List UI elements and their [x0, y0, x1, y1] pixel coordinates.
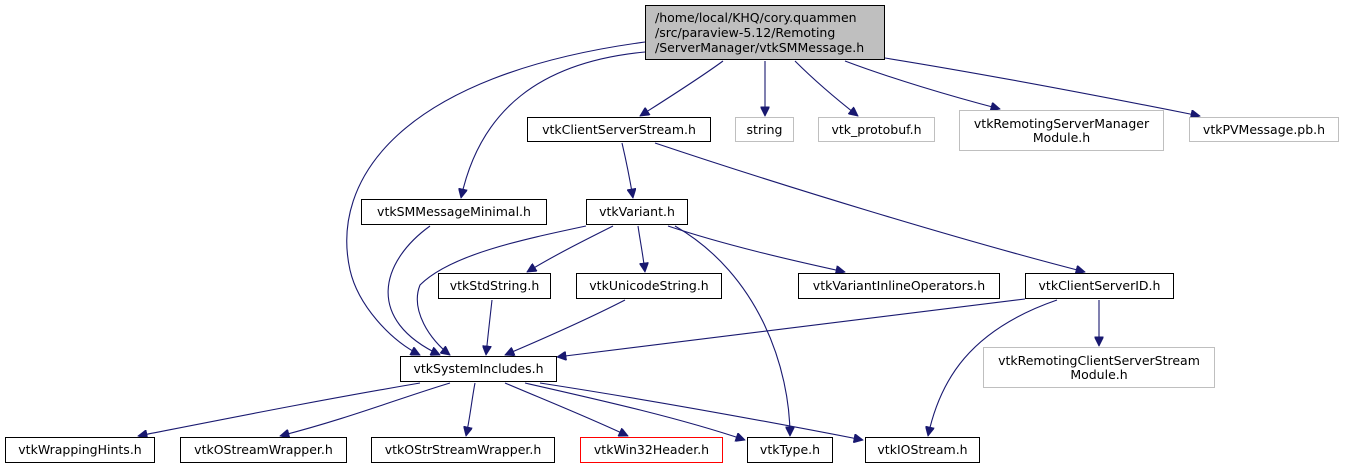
edge-vtkClientServerID-to-vtkIOStream	[928, 299, 1058, 436]
edge-vtkSystemIncludes-to-vtkWin32Header	[504, 382, 628, 436]
edge-vtkSMMessageMinimal-to-vtkSystemIncludes	[387, 225, 440, 355]
edge-root-to-vtkSystemIncludes	[346, 41, 646, 356]
edge-root-to-vtkClientServerStream	[640, 60, 724, 116]
node-vtkSystemIncludes[interactable]: vtkSystemIncludes.h	[400, 356, 557, 382]
edge-vtkSystemIncludes-to-vtkWrappingHints	[138, 382, 421, 436]
edge-vtkClientServerStream-to-vtkVariant	[621, 142, 633, 198]
node-label: vtkOStreamWrapper.h	[194, 442, 333, 457]
node-string: string	[735, 117, 794, 142]
edge-vtkVariant-to-vtkVariantInlineOperators	[667, 225, 845, 272]
edge-root-to-vtkSMMessageMinimal	[461, 51, 646, 198]
node-vtkStdString[interactable]: vtkStdString.h	[438, 273, 551, 299]
edge-root-to-vtk_protobuf	[794, 60, 858, 116]
edge-vtkSystemIncludes-to-vtkIOStream	[539, 382, 863, 440]
node-vtkPVMessage: vtkPVMessage.pb.h	[1189, 117, 1339, 142]
node-label: vtkSystemIncludes.h	[413, 361, 544, 376]
node-label: vtkType.h	[759, 442, 821, 457]
edge-vtkClientServerID-to-vtkSystemIncludes	[557, 298, 1026, 357]
node-vtkRemotingServerManagerModule: vtkRemotingServerManager Module.h	[959, 110, 1164, 151]
node-label: vtkUnicodeString.h	[589, 278, 709, 293]
node-label: vtkWrappingHints.h	[18, 442, 142, 457]
node-label: vtkOStrStreamWrapper.h	[384, 442, 542, 457]
edges-layer	[138, 41, 1200, 440]
edge-vtkVariant-to-vtkSystemIncludes	[416, 225, 587, 355]
node-label: vtkSMMessageMinimal.h	[377, 204, 531, 219]
node-label: vtkWin32Header.h	[593, 442, 710, 457]
node-label: vtkClientServerStream.h	[542, 121, 696, 137]
node-vtkOStrStreamWrapper[interactable]: vtkOStrStreamWrapper.h	[371, 437, 555, 463]
node-label: vtkStdString.h	[449, 278, 540, 293]
edge-vtkVariant-to-vtkType	[674, 225, 790, 436]
edge-root-to-vtkRemotingServerManagerModule	[844, 60, 1000, 109]
node-vtkSMMessageMinimal[interactable]: vtkSMMessageMinimal.h	[361, 199, 547, 225]
node-vtkClientServerID[interactable]: vtkClientServerID.h	[1025, 273, 1174, 299]
node-label: string	[746, 121, 783, 137]
node-label: vtkRemotingServerManager Module.h	[973, 115, 1150, 145]
node-vtkClientServerStream[interactable]: vtkClientServerStream.h	[527, 117, 711, 142]
node-vtkWin32Header[interactable]: vtkWin32Header.h	[580, 437, 723, 463]
node-vtkType[interactable]: vtkType.h	[747, 437, 833, 463]
node-vtkUnicodeString[interactable]: vtkUnicodeString.h	[576, 273, 722, 299]
edge-vtkVariant-to-vtkStdString	[527, 225, 614, 272]
node-vtkVariant[interactable]: vtkVariant.h	[586, 199, 688, 225]
node-vtkVariantInlineOperators[interactable]: vtkVariantInlineOperators.h	[798, 273, 1000, 299]
node-label: /home/local/KHQ/cory.quammen /src/paravi…	[655, 10, 865, 55]
node-label: vtkRemotingClientServerStream Module.h	[998, 352, 1200, 382]
node-vtkWrappingHints[interactable]: vtkWrappingHints.h	[5, 437, 155, 463]
edge-vtkVariant-to-vtkUnicodeString	[637, 225, 645, 272]
node-label: vtkVariantInlineOperators.h	[812, 278, 986, 293]
node-label: vtkVariant.h	[599, 204, 675, 219]
edge-vtkSystemIncludes-to-vtkOStrStreamWrapper	[466, 382, 476, 436]
edge-vtkSystemIncludes-to-vtkOStreamWrapper	[280, 382, 451, 436]
node-label: vtkIOStream.h	[877, 442, 968, 457]
edge-vtkSystemIncludes-to-vtkType	[524, 382, 745, 440]
node-vtkRemotingClientServerStreamModule: vtkRemotingClientServerStream Module.h	[983, 347, 1215, 388]
node-vtk_protobuf: vtk_protobuf.h	[818, 117, 935, 142]
edge-vtkUnicodeString-to-vtkSystemIncludes	[505, 299, 626, 355]
edge-vtkStdString-to-vtkSystemIncludes	[486, 299, 493, 355]
node-vtkOStreamWrapper[interactable]: vtkOStreamWrapper.h	[180, 437, 347, 463]
node-vtkIOStream[interactable]: vtkIOStream.h	[865, 437, 980, 463]
node-root: /home/local/KHQ/cory.quammen /src/paravi…	[645, 5, 885, 60]
edge-root-to-vtkPVMessage	[884, 57, 1200, 116]
edge-vtkClientServerStream-to-vtkClientServerID	[654, 142, 1085, 272]
node-label: vtkPVMessage.pb.h	[1202, 121, 1326, 137]
node-label: vtk_protobuf.h	[831, 121, 922, 137]
node-label: vtkClientServerID.h	[1038, 278, 1161, 293]
